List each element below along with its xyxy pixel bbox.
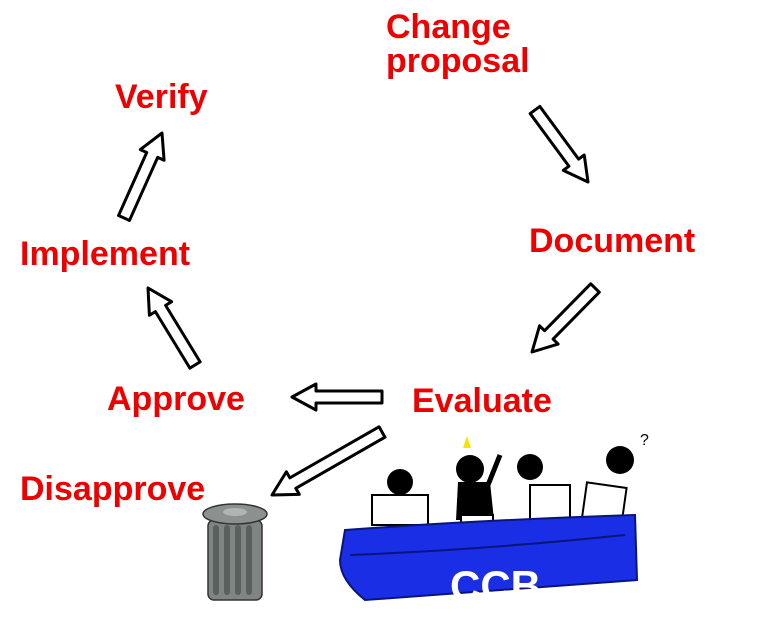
ccb-label: CCB [450,562,541,609]
label-disapprove: Disapprove [20,470,205,508]
label-change-proposal-1: Change [386,8,511,46]
svg-text:?: ? [640,432,649,449]
arrow-document-to-evaluate [530,282,601,354]
label-verify: Verify [115,78,208,116]
trash-can-icon [202,503,268,601]
label-evaluate: Evaluate [412,382,552,420]
arrow-evaluate-to-trash [270,425,387,497]
arrow-implement-to-verify [117,131,166,222]
arrow-evaluate-to-approve [290,382,384,412]
flow-arrows [117,104,601,497]
label-document: Document [529,222,695,260]
arrow-proposal-to-document [528,104,590,184]
arrow-approve-to-implement [146,286,202,370]
label-implement: Implement [20,235,190,273]
label-approve: Approve [107,380,245,418]
ccb-board-illustration: ? CCB [338,432,649,609]
label-change-proposal-2: proposal [386,42,530,80]
